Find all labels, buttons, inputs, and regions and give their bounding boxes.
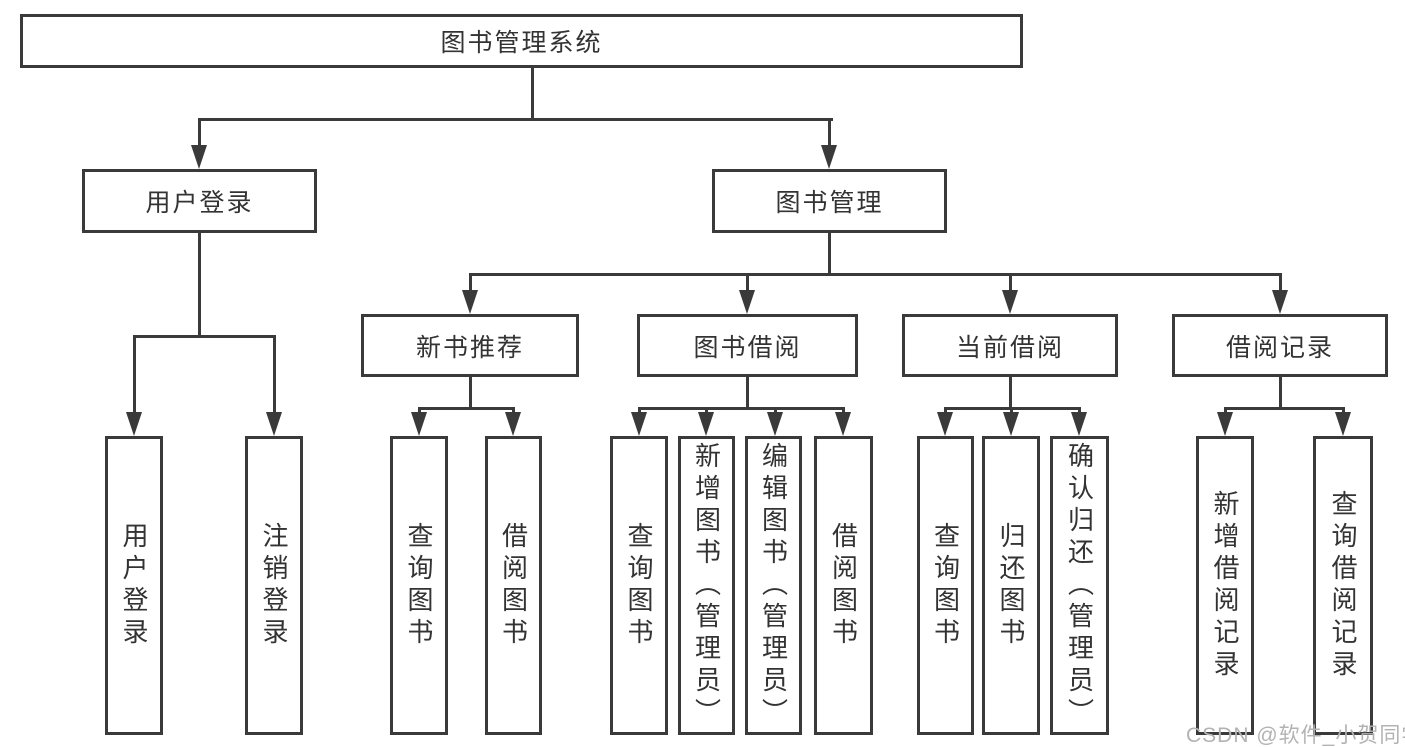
node-user-login: 用户登录 [82, 169, 317, 233]
leaf-borrow-edit-books-label: 编辑图书（管理员） [758, 441, 789, 730]
arrowhead [1217, 412, 1233, 436]
leaf-borrow-query-books: 查询图书 [610, 436, 668, 735]
connector-line [273, 335, 276, 415]
arrowhead [937, 412, 953, 436]
connector-line [531, 68, 534, 118]
connector-line [1279, 273, 1282, 293]
node-new-book-recommend-label: 新书推荐 [415, 333, 524, 362]
connector-line [469, 377, 472, 407]
connector-line [746, 273, 749, 293]
arrowhead [1071, 412, 1087, 436]
leaf-recommend-borrow-books-label: 借阅图书 [498, 521, 529, 650]
connector-line [418, 407, 515, 410]
connector-line [418, 407, 421, 415]
leaf-current-confirm-return: 确认归还（管理员） [1050, 436, 1109, 735]
connector-line [133, 335, 276, 338]
node-root-label: 图书管理系统 [440, 29, 603, 57]
arrowhead [821, 145, 837, 169]
arrowhead [1272, 290, 1288, 314]
connector-line [828, 118, 831, 148]
leaf-recommend-query-books: 查询图书 [390, 436, 448, 735]
leaf-borrow-borrow-books: 借阅图书 [814, 436, 873, 735]
connector-line [1279, 377, 1282, 407]
node-book-borrow-label: 图书借阅 [693, 333, 802, 362]
connector-line [198, 118, 833, 121]
connector-line [1224, 407, 1345, 410]
connector-line [1342, 407, 1345, 415]
arrowhead [739, 290, 755, 314]
connector-line [1078, 407, 1081, 415]
leaf-borrow-query-books-label: 查询图书 [624, 521, 654, 650]
node-user-login-label: 用户登录 [145, 189, 254, 217]
leaf-current-query-books-label: 查询图书 [930, 521, 961, 650]
leaf-user-login: 用户登录 [105, 436, 163, 735]
node-book-management-label: 图书管理 [775, 189, 884, 217]
leaf-borrow-add-books-label: 新增图书（管理员） [691, 441, 722, 730]
connector-line [1224, 407, 1227, 415]
arrowhead [698, 412, 714, 436]
leaf-user-login-label: 用户登录 [119, 521, 149, 650]
arrowhead [835, 412, 851, 436]
node-borrow-records-label: 借阅记录 [1225, 333, 1334, 362]
node-book-borrow: 图书借阅 [637, 314, 858, 377]
leaf-records-add-record-label: 新增借阅记录 [1210, 489, 1240, 682]
node-book-management: 图书管理 [712, 169, 947, 233]
connector-line [133, 335, 136, 415]
connector-line [746, 377, 749, 407]
leaf-logout-label: 注销登录 [259, 521, 289, 650]
leaf-current-return-books-label: 归还图书 [996, 521, 1026, 650]
csdn-watermark: CSDN @软件_小贺同学 [1186, 724, 1405, 747]
leaf-borrow-add-books: 新增图书（管理员） [678, 436, 735, 735]
connector-line [469, 273, 1282, 276]
arrowhead [462, 290, 478, 314]
connector-line [1009, 377, 1012, 407]
leaf-current-query-books: 查询图书 [917, 436, 974, 735]
connector-line [469, 273, 472, 293]
arrowhead [126, 412, 142, 436]
leaf-records-query-record: 查询借阅记录 [1313, 436, 1373, 735]
node-borrow-records: 借阅记录 [1172, 314, 1388, 377]
connector-line [705, 407, 708, 415]
connector-line [1009, 273, 1012, 293]
connector-line [638, 407, 845, 410]
connector-line [774, 407, 777, 415]
arrowhead [505, 412, 521, 436]
arrowhead [631, 412, 647, 436]
arrowhead [1002, 290, 1018, 314]
leaf-records-query-record-label: 查询借阅记录 [1328, 489, 1358, 682]
connector-line [638, 407, 641, 415]
node-root: 图书管理系统 [20, 14, 1023, 68]
leaf-recommend-borrow-books: 借阅图书 [485, 436, 542, 735]
arrowhead [1335, 412, 1351, 436]
connector-line [198, 118, 201, 148]
connector-line [198, 233, 201, 335]
arrowhead [191, 145, 207, 169]
leaf-current-return-books: 归还图书 [982, 436, 1040, 735]
node-new-book-recommend: 新书推荐 [361, 314, 579, 377]
connector-line [1010, 407, 1013, 415]
leaf-recommend-query-books-label: 查询图书 [404, 521, 434, 650]
arrowhead [767, 412, 783, 436]
connector-line [944, 407, 947, 415]
leaf-records-add-record: 新增借阅记录 [1196, 436, 1254, 735]
arrowhead [411, 412, 427, 436]
leaf-current-confirm-return-label: 确认归还（管理员） [1064, 441, 1095, 730]
leaf-logout: 注销登录 [245, 436, 303, 735]
node-current-borrow-label: 当前借阅 [955, 333, 1064, 362]
leaf-borrow-edit-books: 编辑图书（管理员） [745, 436, 802, 735]
arrowhead [1003, 412, 1019, 436]
connector-line [842, 407, 845, 415]
node-current-borrow: 当前借阅 [902, 314, 1118, 377]
connector-line [512, 407, 515, 415]
connector-line [828, 233, 831, 273]
leaf-borrow-borrow-books-label: 借阅图书 [828, 521, 859, 650]
arrowhead [266, 412, 282, 436]
